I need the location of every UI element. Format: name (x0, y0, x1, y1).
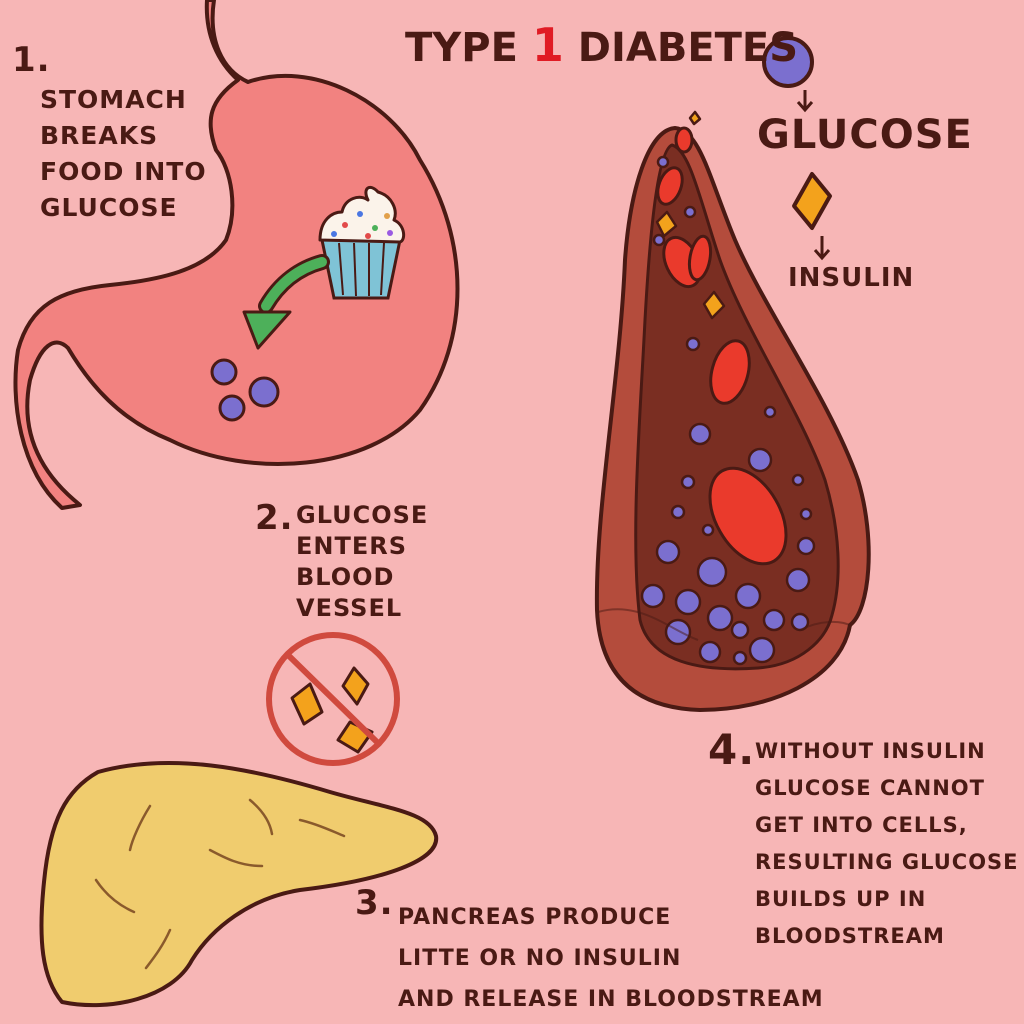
red-blood-cell-icon (674, 126, 694, 154)
step-4-number: 4. (708, 725, 756, 774)
red-blood-cell-icon (708, 466, 788, 566)
step-3-line: and release in bloodstream (398, 987, 824, 1012)
insulin-icon (702, 290, 726, 320)
step-4-text: without insulin glucose cannot get into … (755, 733, 1019, 955)
legend-glucose-label: Glucose (757, 112, 973, 158)
stomach-icon (13, 0, 460, 510)
step-1-text: Stomach breaks food into glucose (40, 82, 207, 226)
red-blood-cell-icon (656, 166, 684, 206)
blood-vessel-icon (594, 110, 871, 712)
glucose-molecule-icon (248, 376, 280, 408)
step-1-line: breaks (40, 121, 159, 150)
stomach-glucose-group (210, 358, 280, 422)
step-2-number: 2. (255, 498, 294, 538)
insulin-icon (688, 110, 702, 126)
step-1-line: food into (40, 157, 207, 186)
cupcake-icon (318, 185, 406, 300)
legend-icons (762, 36, 832, 261)
pancreas-icon (39, 760, 439, 1008)
step-2-text: Glucose enters blood vessel (296, 500, 428, 624)
red-blood-cell-icon (687, 234, 713, 282)
title-number: 1 (531, 18, 564, 72)
step-4-line: bloodstream (755, 924, 945, 948)
title-prefix: Type (405, 25, 518, 71)
legend-insulin-label: Insulin (788, 263, 915, 293)
page-title: Type 1 Diabetes (405, 18, 798, 72)
step-3-number: 3. (355, 883, 394, 923)
no-insulin-sign-icon (266, 632, 400, 766)
glucose-molecule-icon (218, 394, 246, 422)
step-4-line: get into cells, (755, 813, 968, 837)
step-1-number: 1. (12, 40, 51, 80)
step-3-line: litte or no insulin (398, 946, 682, 971)
glucose-molecule-icon (762, 36, 814, 88)
step-4-line: resulting glucose (755, 850, 1019, 874)
step-2-line: Glucose (296, 501, 429, 529)
insulin-icon (655, 210, 678, 238)
insulin-icon (792, 172, 832, 230)
step-1-line: Stomach (40, 85, 187, 114)
glucose-in-vessel (640, 155, 816, 666)
step-3-line: Pancreas produce (398, 905, 672, 930)
step-2-line: enters (296, 532, 408, 560)
step-4-line: builds up in (755, 887, 927, 911)
green-arrow-icon (242, 254, 330, 350)
step-1-line: glucose (40, 193, 178, 222)
step-2-line: vessel (296, 594, 403, 622)
step-4-line: without insulin (755, 739, 986, 763)
step-2-line: blood (296, 563, 395, 591)
step-3-text: Pancreas produce litte or no insulin and… (398, 897, 824, 1020)
step-4-line: glucose cannot (755, 776, 985, 800)
glucose-molecule-icon (210, 358, 238, 386)
red-blood-cell-icon (709, 339, 751, 405)
title-suffix: Diabetes (577, 25, 799, 71)
